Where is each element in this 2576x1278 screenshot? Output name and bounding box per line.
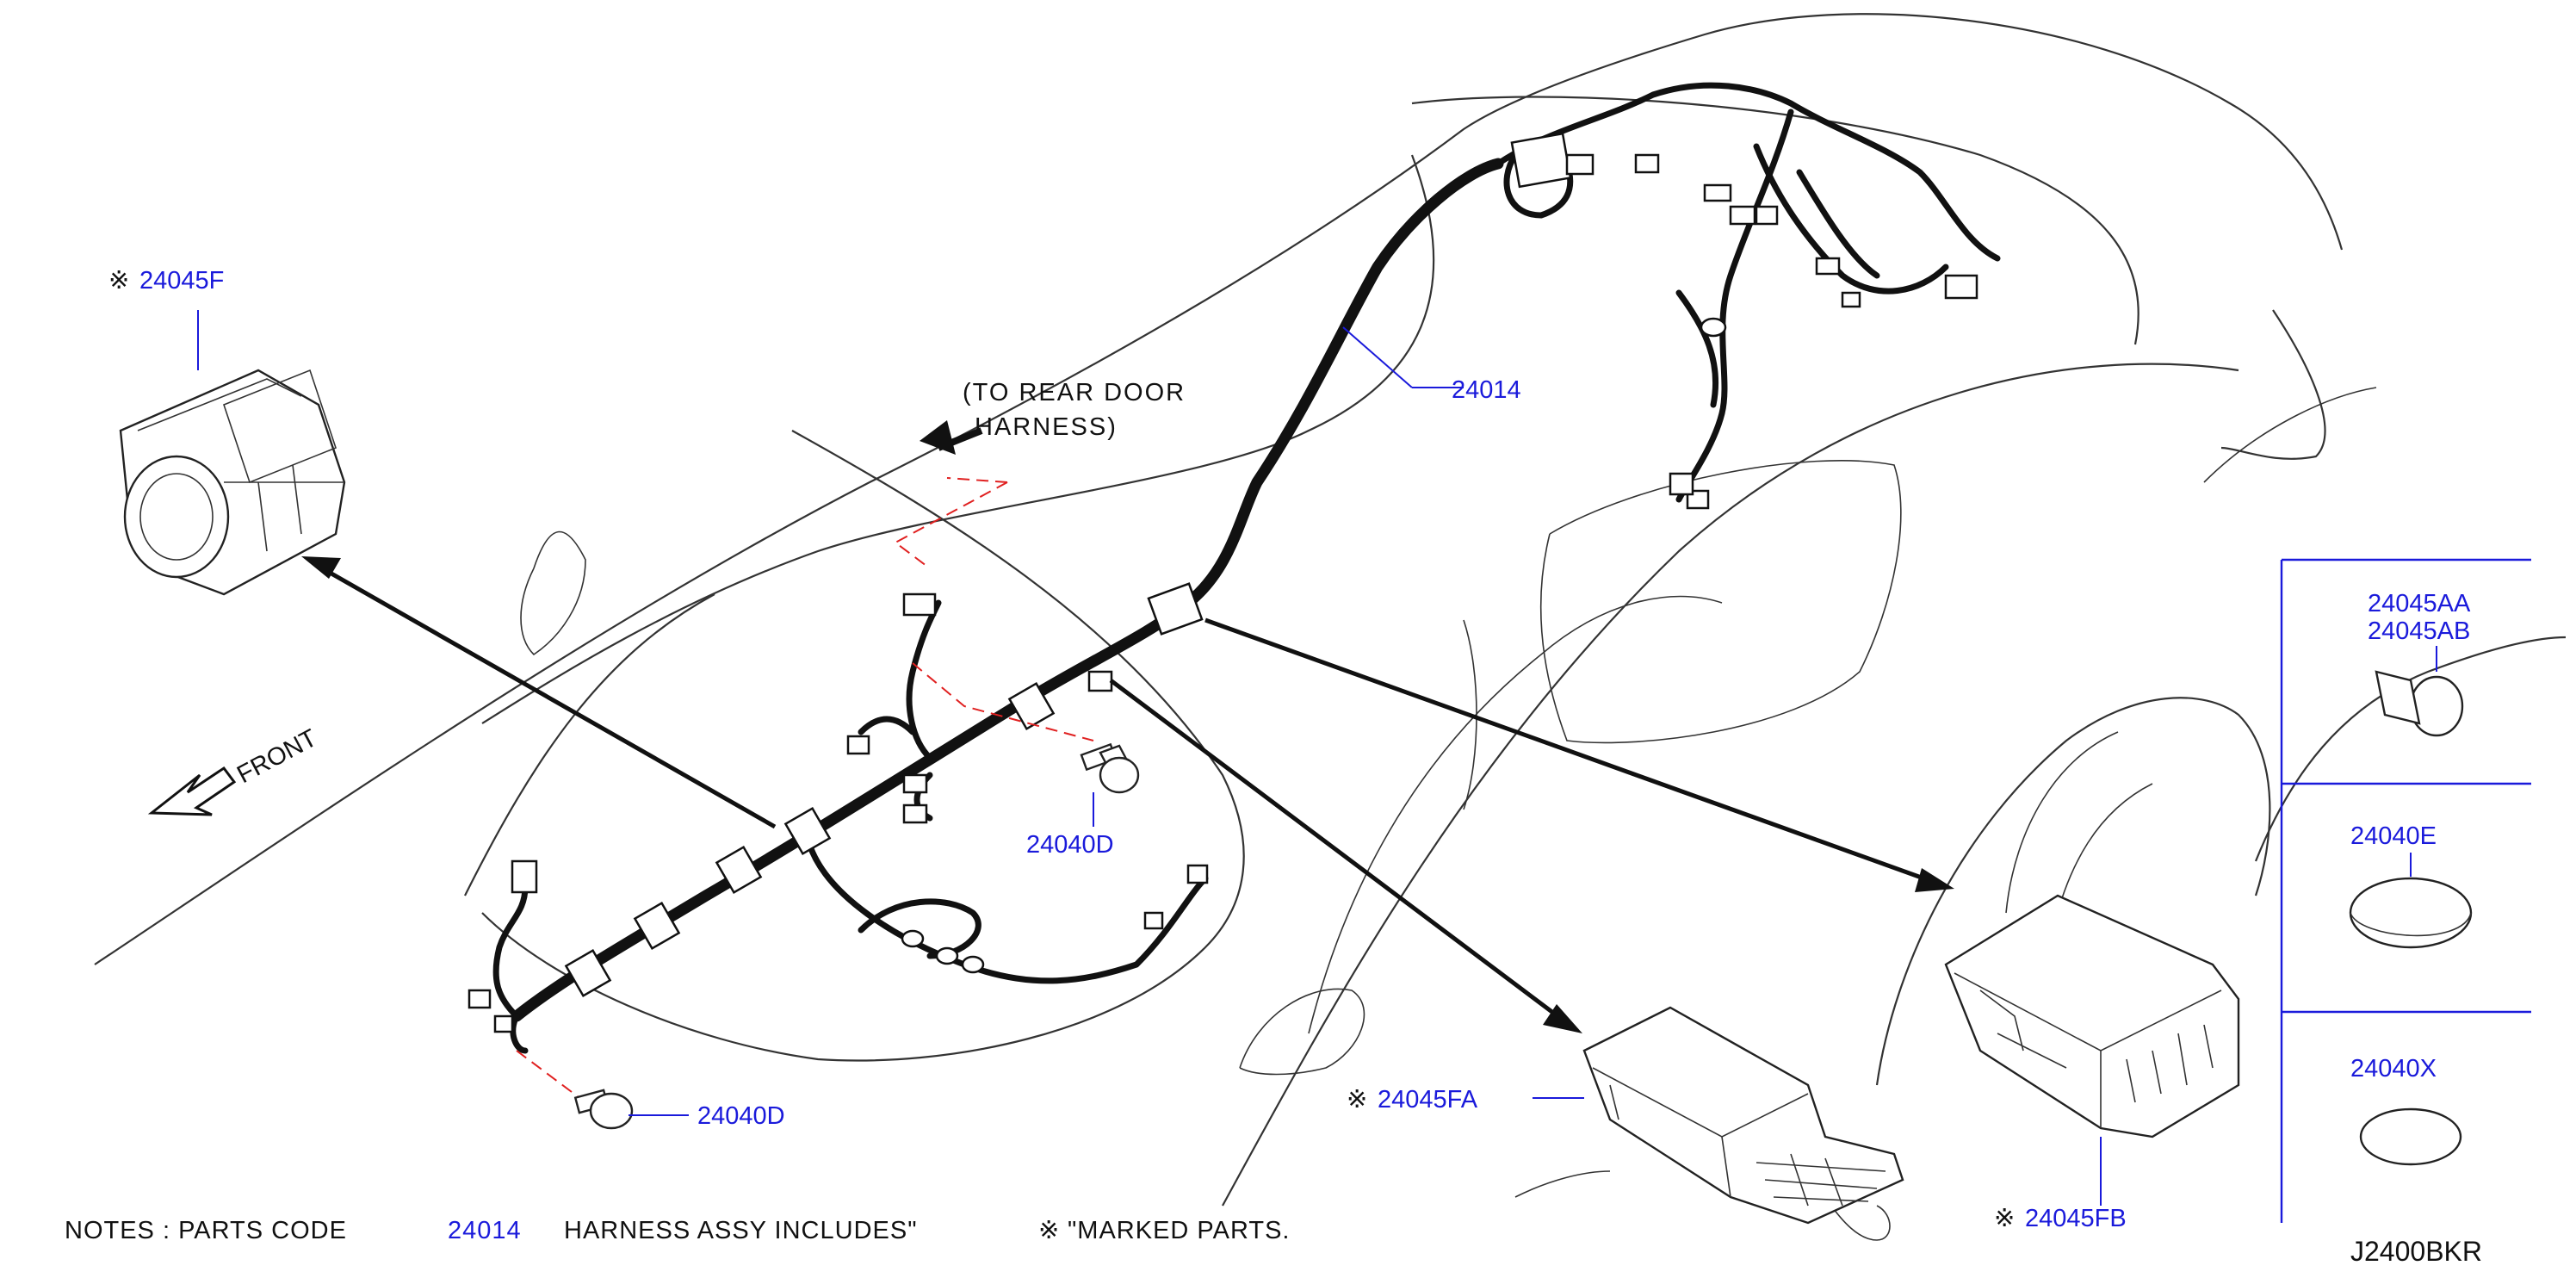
label-24045AB: 24045AB (2368, 617, 2470, 645)
figure-code: J2400BKR (2350, 1236, 2482, 1267)
part-24045FB-protector (1944, 894, 2240, 1206)
label-24040D-upper: 24040D (1026, 831, 1114, 859)
notes-suffix: "MARKED PARTS. (1068, 1217, 1291, 1244)
part-24040X-plug (2359, 1107, 2462, 1166)
label-24045FA: 24045FA (1378, 1086, 1478, 1114)
label-24045F: 24045F (139, 267, 224, 295)
rear-door-arrowhead (920, 420, 956, 455)
marker-24045FB: ※ (1994, 1205, 2015, 1232)
callout-arrows (147, 420, 1954, 1033)
rear-door-note-line1: (TO REAR DOOR (963, 379, 1186, 406)
label-24014: 24014 (1452, 376, 1521, 404)
notes-marker: ※ (1038, 1217, 1060, 1244)
red-leaders (516, 477, 1094, 1103)
notes-prefix: NOTES : PARTS CODE (65, 1217, 347, 1244)
label-24045FB: 24045FB (2025, 1205, 2127, 1232)
part-24040D-bolt-lower (573, 1089, 689, 1130)
part-24040E-grommet (2349, 853, 2473, 949)
label-24040E: 24040E (2350, 822, 2437, 850)
right-parts-panel (2280, 558, 2531, 1223)
marker-24045F: ※ (108, 267, 129, 295)
front-label: FRONT (232, 724, 321, 789)
part-24045AA-clip (2375, 646, 2464, 737)
part-24040D-bolt-upper (1080, 742, 1140, 827)
label-24045AA: 24045AA (2368, 590, 2471, 617)
notes-middle: HARNESS ASSY INCLUDES" (564, 1217, 918, 1244)
front-arrow (147, 766, 237, 816)
notes-code: 24014 (448, 1217, 522, 1244)
part-24045FA-protector (1533, 1006, 1904, 1225)
label-leaders (1342, 326, 1464, 388)
harness-clips (468, 132, 1978, 1033)
labels: ※ 24045F 24014 24040D 24040D ※ 24045FA ※… (65, 267, 2482, 1267)
label-24040D-lower: 24040D (697, 1102, 785, 1130)
marker-24045FA: ※ (1347, 1086, 1367, 1114)
car-body-outline (94, 13, 2567, 1241)
main-harness-24014 (492, 82, 2001, 1054)
rear-door-note-line2: HARNESS) (975, 413, 1118, 441)
part-24045F-grommet (119, 310, 346, 596)
label-24040X: 24040X (2350, 1055, 2437, 1083)
